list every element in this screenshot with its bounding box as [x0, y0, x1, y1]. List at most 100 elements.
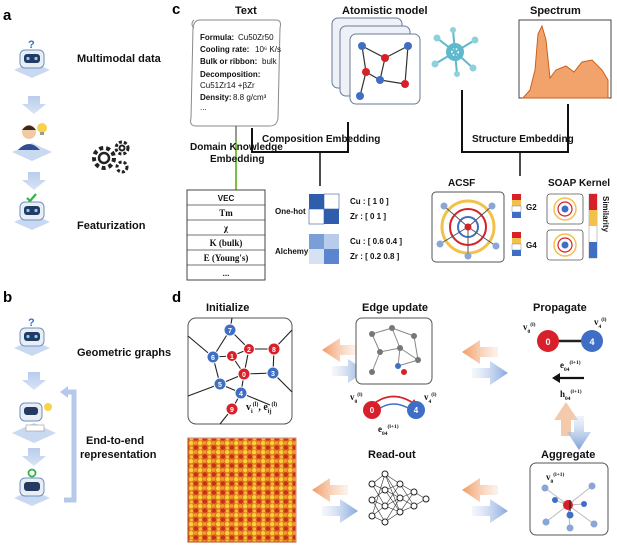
bulk-label: Bulk or ribbon:	[200, 57, 257, 66]
edge-update-pair: 0 4 v0(l) v4(l) e04(l+1)	[350, 391, 437, 437]
acsf-label: ACSF	[448, 178, 475, 189]
edge-update-title: Edge update	[362, 302, 428, 314]
node-0-label: 0	[545, 337, 550, 347]
node-number: 3	[271, 371, 275, 378]
structure-embedding-label: Structure Embedding	[472, 134, 574, 145]
robot-check-icon	[14, 193, 50, 230]
aggregate-diagram: v0(l+1)	[529, 462, 609, 536]
density-label: Density:	[200, 93, 232, 102]
robot-lab-icon	[12, 402, 56, 443]
node-number: 8	[272, 347, 276, 354]
label-geometric-graphs: Geometric graphs	[77, 347, 171, 359]
propagate-title: Propagate	[533, 302, 587, 314]
double-arrow-vertical	[554, 402, 591, 450]
v0-label: v0(l)	[523, 321, 536, 335]
table-row: E (Young's)	[204, 253, 249, 263]
cu-alchemy: Cu : [ 0.6 0.4 ]	[350, 237, 402, 246]
double-arrow	[312, 478, 358, 523]
domain-knowledge-label: Domain Knowledge	[190, 142, 283, 153]
atomistic-title: Atomistic model	[342, 5, 428, 17]
down-arrow	[22, 172, 46, 190]
node-number: 4	[239, 391, 243, 398]
e04-label: e04(l+1)	[378, 423, 399, 437]
readout-title: Read-out	[368, 449, 416, 461]
node-0-label: 0	[370, 406, 375, 415]
scroll-ellipsis: ...	[200, 103, 207, 112]
e04-label: e04(l+1)	[560, 359, 581, 373]
alchemy-matrix	[309, 234, 339, 264]
double-arrow	[322, 338, 366, 383]
edge-update-graph	[355, 317, 433, 385]
down-arrow	[22, 96, 46, 114]
v0-label: v0(l)	[350, 391, 363, 405]
node-number: 6	[211, 355, 215, 362]
g4-bar	[511, 232, 522, 256]
initialize-title: Initialize	[206, 302, 249, 314]
soap-diagram	[546, 193, 598, 261]
label-featurization: Featurization	[77, 220, 146, 232]
descriptor-table: VEC Tm χ K (bulk) E (Young's) ...	[186, 189, 266, 281]
label-end-to-end: End-to-end	[86, 435, 144, 447]
panel-b: b ? Geometric graphs End-t	[3, 289, 171, 506]
spectrum-plot	[518, 19, 612, 99]
composition-bracket	[251, 122, 349, 153]
formula-value: Cu50Zr50	[238, 33, 274, 42]
robot-question-icon: ?	[14, 39, 50, 78]
table-row: χ	[223, 223, 229, 233]
g4-label: G4	[526, 241, 537, 250]
panel-label-d: d	[172, 289, 181, 306]
node-number: 5	[218, 382, 222, 389]
label-representation: representation	[80, 449, 157, 461]
zr-onehot: Zr : [ 0 1 ]	[350, 212, 386, 221]
panel-c: c Text Atomistic model Spectrum Formula:…	[172, 1, 612, 281]
robot-question-icon: ?	[14, 317, 50, 356]
alchemy-label: Alchemy	[275, 247, 309, 256]
double-arrow	[462, 340, 508, 385]
double-arrow	[462, 478, 508, 523]
panel-d: d Initialize Edge update Propagate	[172, 289, 609, 543]
cu-onehot: Cu : [ 1 0 ]	[350, 197, 389, 206]
panel-label-a: a	[3, 7, 12, 24]
gears-icon	[92, 140, 130, 174]
panel-label-b: b	[3, 289, 12, 306]
node-number: 0	[242, 372, 246, 379]
composition-embedding-label: Composition Embedding	[262, 134, 380, 145]
svg-text:?: ?	[28, 39, 35, 51]
similarity-label: Similarity	[601, 196, 610, 233]
g2-bar	[511, 194, 522, 218]
atom-cube-icon	[187, 437, 297, 543]
label-multimodal-data: Multimodal data	[77, 53, 162, 65]
panel-a: a ? Multimodal data	[3, 7, 162, 232]
initialize-graph: 7 2 8 6 1 3 0 5 4 9 vi(l), eij(l)	[187, 317, 293, 425]
robot-refresh-icon	[14, 468, 50, 506]
molecule-icon	[431, 27, 479, 77]
v4-label: v4(l)	[594, 316, 607, 330]
propagate-diagram: 0 4 v0(l) v4(l) e04(l+1) h04(l+1)	[523, 316, 607, 402]
table-row: ...	[223, 269, 230, 278]
formula-label: Formula:	[200, 33, 234, 42]
density-value: 8.8 g/cm³	[233, 93, 267, 102]
soap-label: SOAP Kernel	[548, 178, 610, 189]
zr-alchemy: Zr : [ 0.2 0.8 ]	[350, 252, 400, 261]
decomp-label: Decomposition:	[200, 70, 260, 79]
atomistic-model	[331, 17, 421, 105]
scientist-icon	[12, 123, 52, 161]
text-scroll: Formula: Cu50Zr50 Cooling rate: 10⁶ K/s …	[190, 19, 281, 127]
table-row: VEC	[218, 194, 235, 203]
text-title: Text	[235, 5, 257, 17]
node-number: 9	[230, 407, 234, 414]
feedback-bracket	[64, 389, 77, 503]
aggregate-title: Aggregate	[541, 449, 595, 461]
panel-label-c: c	[172, 1, 180, 18]
structure-bracket	[461, 90, 569, 153]
table-row: K (bulk)	[210, 238, 243, 248]
neural-net-icon	[368, 470, 430, 526]
table-row: Tm	[219, 208, 233, 218]
one-hot-label: One-hot	[275, 207, 306, 216]
down-arrow	[22, 372, 46, 390]
node-4-label: 4	[414, 406, 419, 415]
svg-text:?: ?	[28, 317, 35, 329]
v4-label: v4(l)	[424, 391, 437, 405]
node-number: 7	[228, 328, 232, 335]
